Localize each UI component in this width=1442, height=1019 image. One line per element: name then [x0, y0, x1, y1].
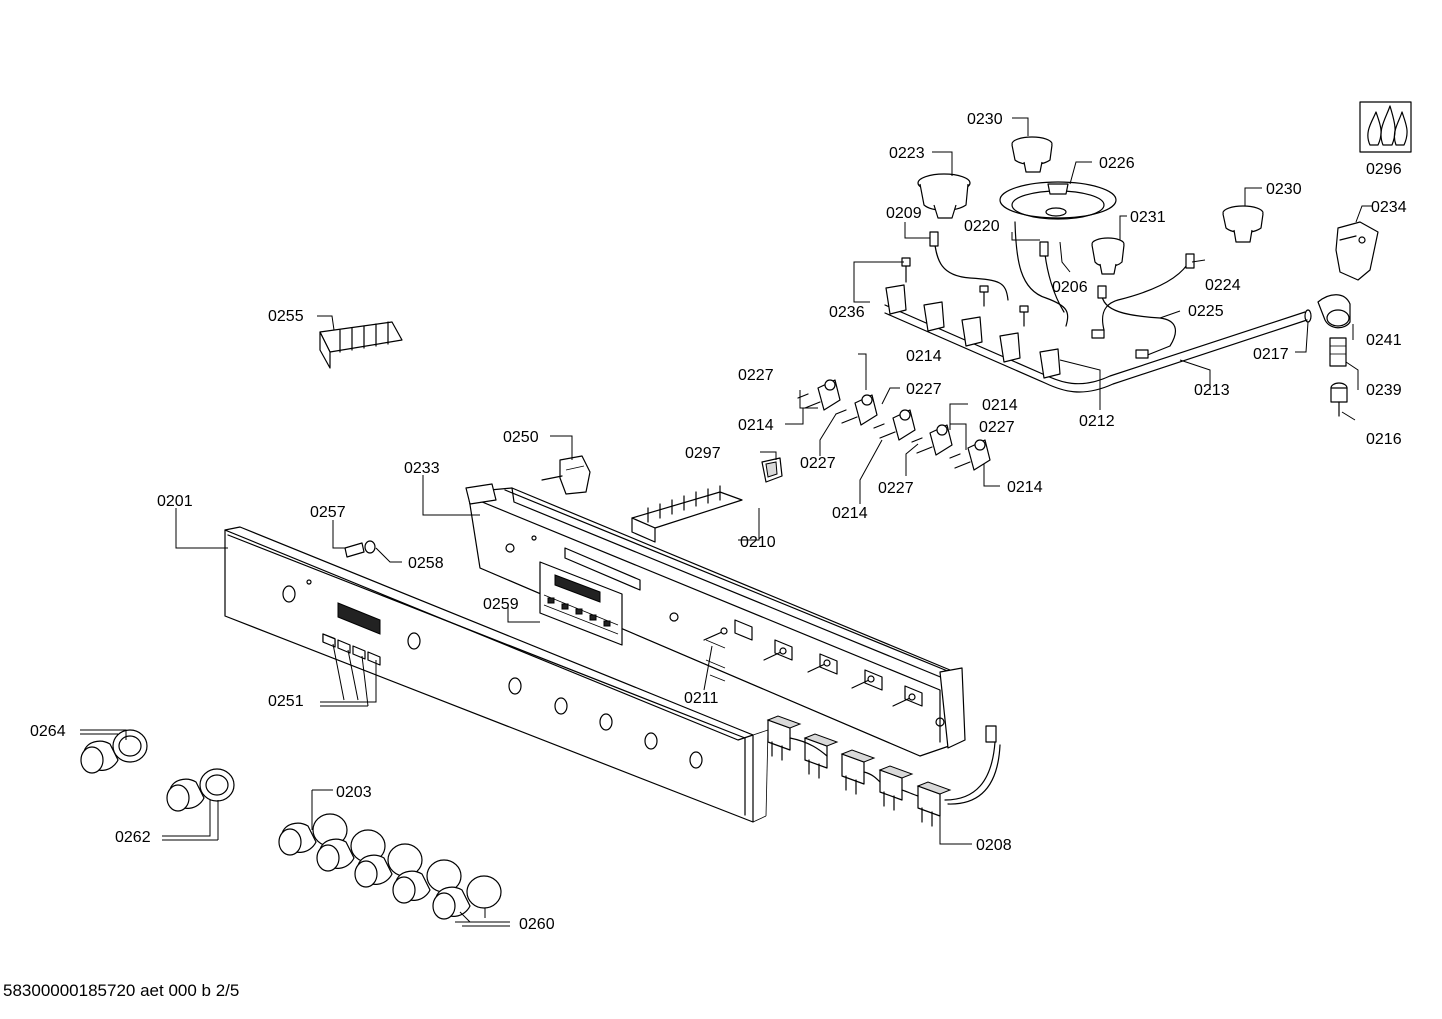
label-0226: 0226 [1099, 155, 1135, 172]
indicator-lamp[interactable] [344, 540, 376, 558]
label-0210: 0210 [740, 534, 776, 551]
switch [840, 749, 876, 795]
panel-knob-holes [282, 579, 703, 769]
injector-pipes[interactable] [901, 221, 1195, 359]
label-0212: 0212 [1079, 413, 1115, 430]
knob-0262 [166, 768, 235, 812]
timer-module[interactable] [539, 561, 623, 646]
label-0230-b: 0230 [1266, 181, 1302, 198]
label-0227-d: 0227 [979, 419, 1015, 436]
knob [354, 843, 423, 888]
label-0297: 0297 [685, 445, 721, 462]
burner-auxiliary-top [1011, 136, 1053, 173]
label-0250: 0250 [503, 429, 539, 446]
control-frame-bracket[interactable] [465, 483, 966, 757]
label-0231: 0231 [1130, 209, 1166, 226]
gas-manifold[interactable] [884, 221, 1379, 417]
label-0224: 0224 [1205, 277, 1241, 294]
label-0211: 0211 [684, 690, 719, 707]
burner-semi-rapid [1091, 237, 1125, 275]
flame-symbol-icon [1359, 101, 1412, 153]
label-0216: 0216 [1366, 431, 1402, 448]
label-0296: 0296 [1366, 161, 1402, 178]
label-0214-c: 0214 [982, 397, 1018, 414]
label-0227-c: 0227 [800, 455, 836, 472]
label-0214-b: 0214 [738, 417, 774, 434]
panel-buttons [322, 633, 381, 666]
knob [432, 875, 502, 920]
label-0220: 0220 [964, 218, 1000, 235]
control-switches[interactable] [766, 715, 1001, 827]
label-0213: 0213 [1194, 382, 1230, 399]
label-0217: 0217 [1253, 346, 1289, 363]
label-0214-e: 0214 [832, 505, 868, 522]
label-0206: 0206 [1052, 279, 1088, 296]
knob [278, 813, 348, 856]
oven-thermostat[interactable] [541, 455, 591, 495]
part-labels: 0201 0203 0206 0208 0209 0210 0211 0212 … [30, 111, 1407, 933]
switch [916, 781, 952, 827]
label-0236: 0236 [829, 304, 865, 321]
label-0241: 0241 [1366, 332, 1402, 349]
label-0209: 0209 [886, 205, 922, 222]
small-switch-bracket[interactable] [761, 457, 783, 483]
knob-0264 [80, 729, 148, 774]
gas-valve [841, 394, 878, 426]
label-0230-a: 0230 [967, 111, 1003, 128]
label-0227-a: 0227 [738, 367, 774, 384]
label-0201: 0201 [157, 493, 193, 510]
burners[interactable] [917, 136, 1264, 275]
label-0208: 0208 [976, 837, 1012, 854]
label-0203: 0203 [336, 784, 372, 801]
label-0239: 0239 [1366, 382, 1402, 399]
label-0260: 0260 [519, 916, 555, 933]
label-0225: 0225 [1188, 303, 1224, 320]
switch [803, 733, 839, 779]
burner-wok [999, 181, 1117, 220]
label-0258: 0258 [408, 555, 444, 572]
manifold-clamps [885, 284, 1061, 379]
label-0214-d: 0214 [1007, 479, 1043, 496]
label-0234: 0234 [1371, 199, 1407, 216]
switch [766, 715, 802, 761]
switch [878, 765, 914, 811]
gas-valve [804, 379, 841, 411]
label-0227-e: 0227 [878, 480, 914, 497]
panel-screws[interactable] [703, 627, 916, 707]
label-0257: 0257 [310, 504, 346, 521]
label-0223: 0223 [889, 145, 925, 162]
control-panel-fascia[interactable] [224, 526, 769, 823]
label-0259: 0259 [483, 596, 519, 613]
label-0251: 0251 [268, 693, 304, 710]
knob [316, 829, 386, 872]
label-0227-b: 0227 [906, 381, 942, 398]
label-0255: 0255 [268, 308, 304, 325]
burner-small-left [917, 173, 971, 219]
label-0264: 0264 [30, 723, 66, 740]
gas-valve [879, 409, 916, 441]
spark-generator[interactable] [631, 485, 743, 543]
label-0233: 0233 [404, 460, 440, 477]
document-code: 58300000185720 aet 000 b 2/5 [3, 981, 240, 1000]
label-0214-a: 0214 [906, 348, 942, 365]
label-0262: 0262 [115, 829, 151, 846]
terminal-block[interactable] [319, 321, 403, 369]
knob [392, 859, 462, 904]
gas-valves[interactable] [797, 379, 991, 471]
gas-valve [916, 424, 953, 456]
control-knobs[interactable] [80, 729, 502, 920]
gas-valve [954, 439, 991, 471]
burner-auxiliary-right [1222, 205, 1264, 243]
leader-lines [80, 117, 1372, 927]
